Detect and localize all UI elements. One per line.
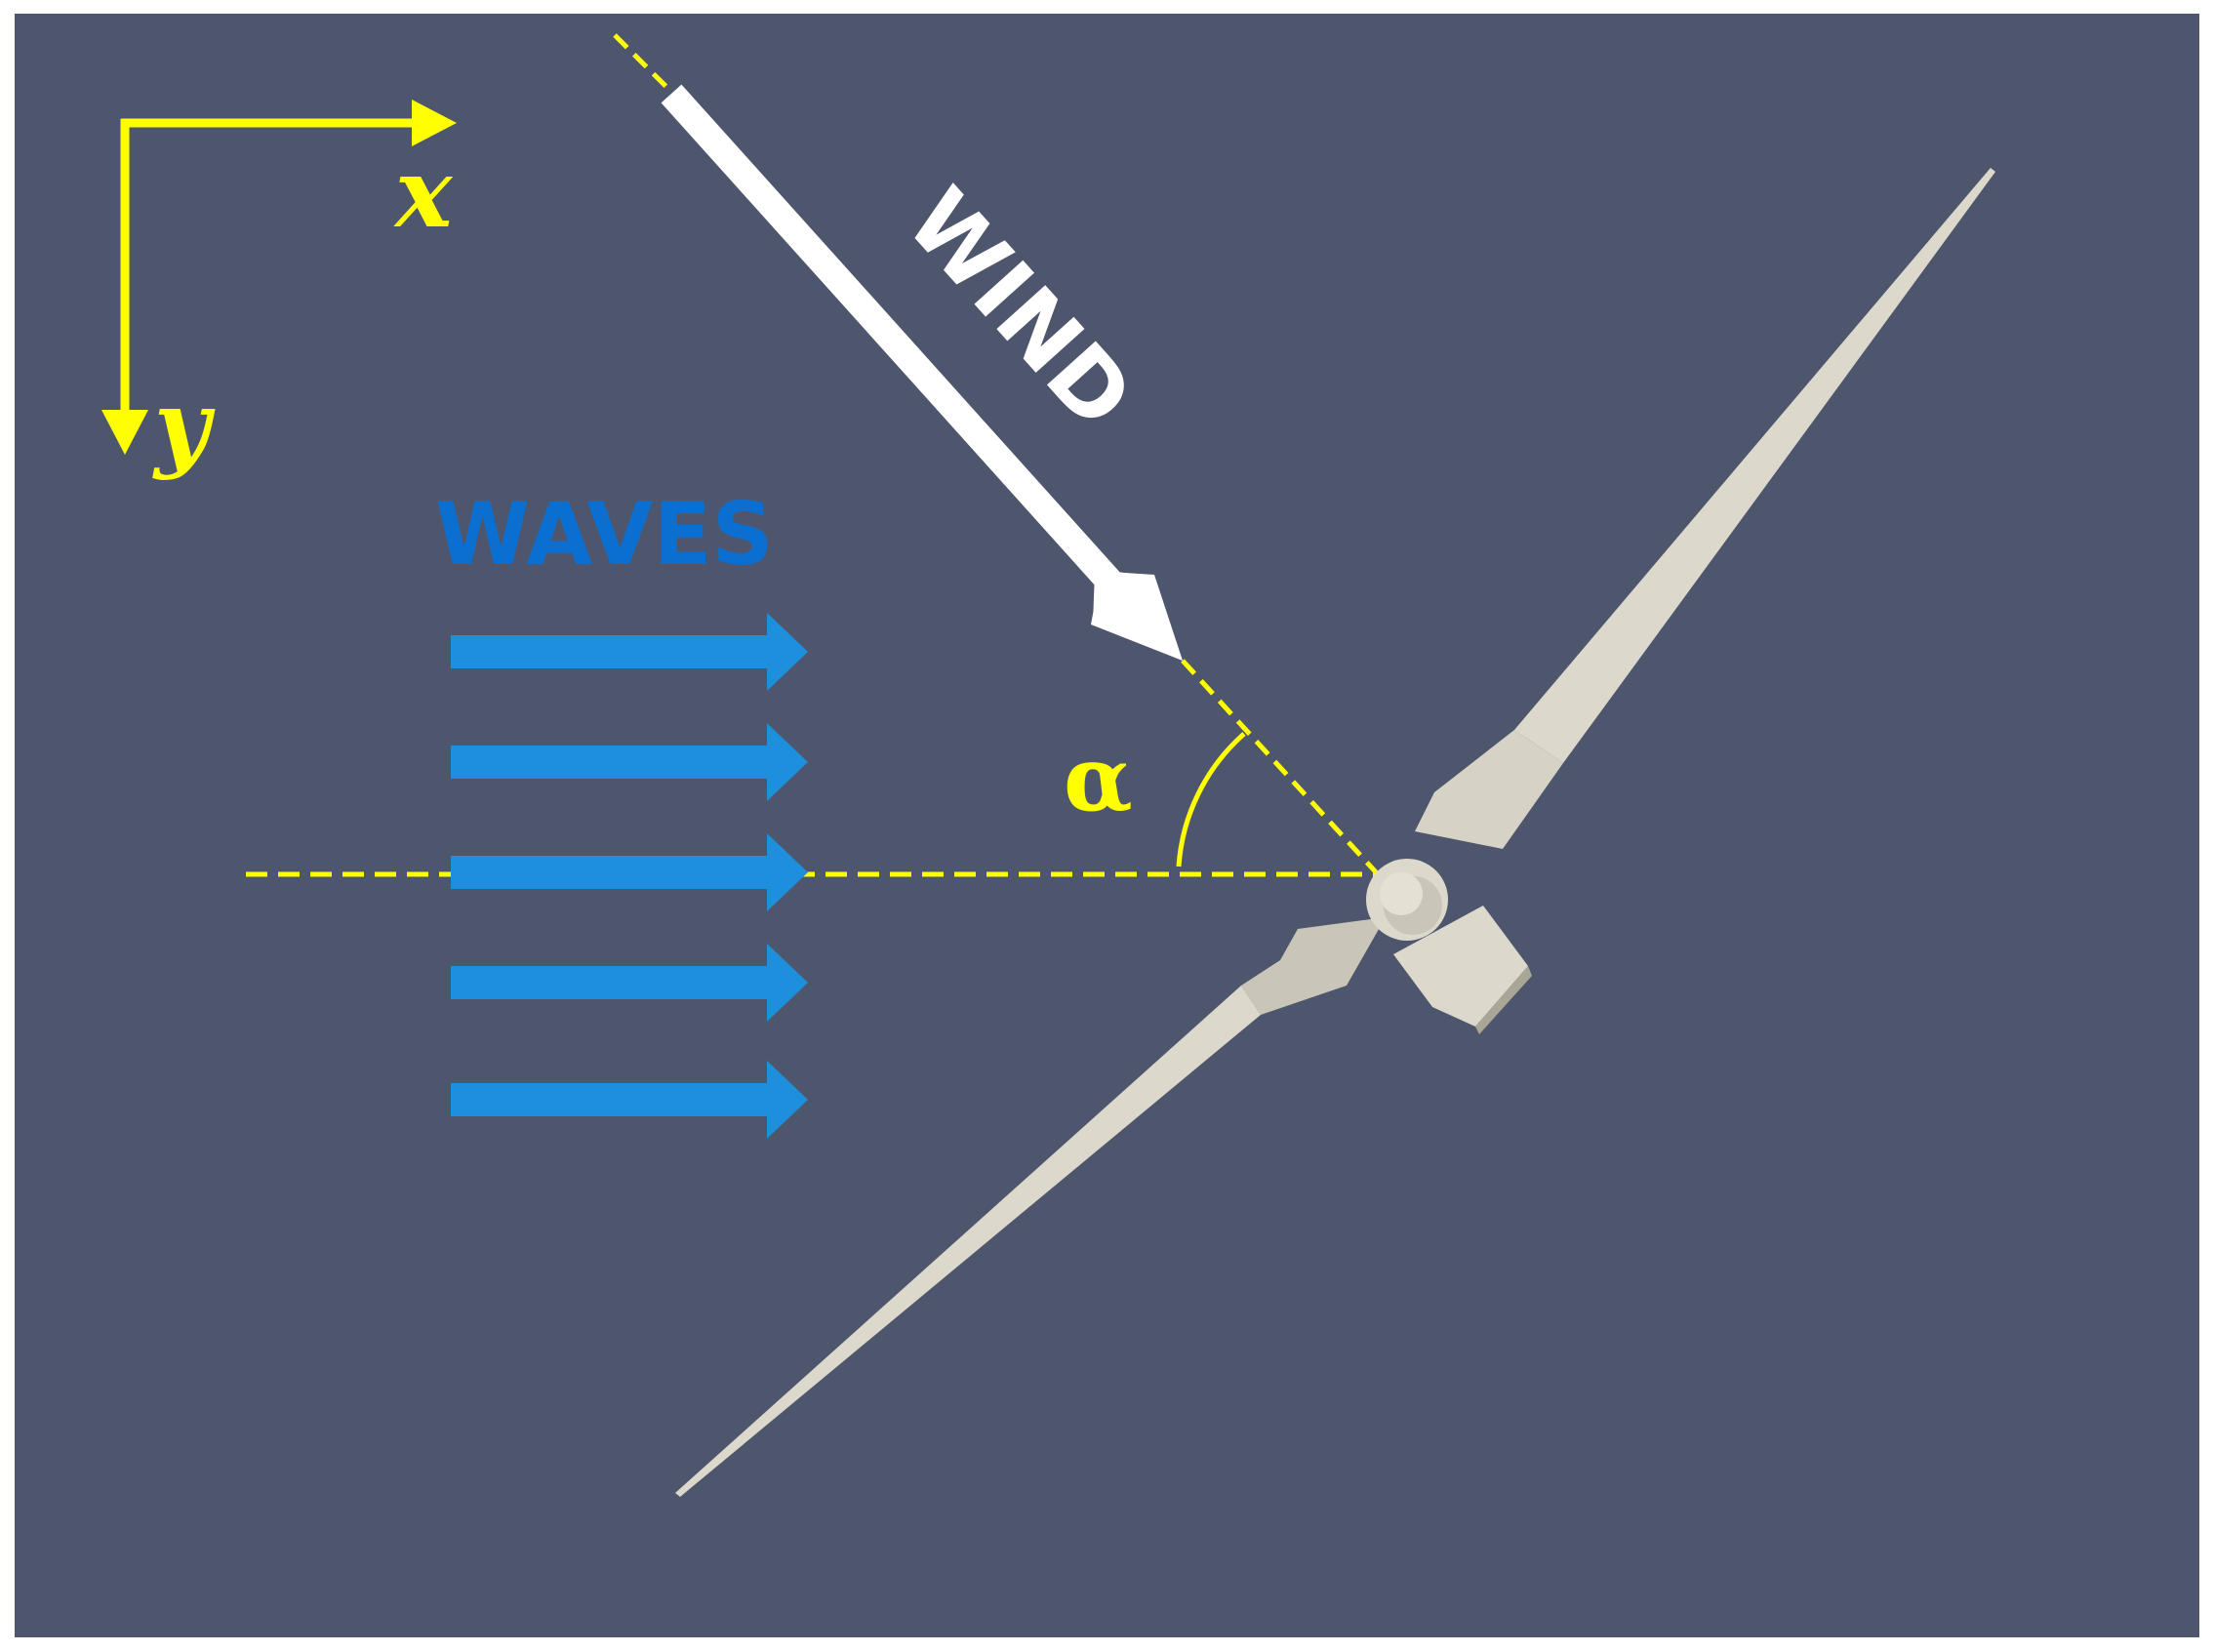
x-axis-label: x bbox=[393, 138, 454, 250]
coordinate-axes: x y bbox=[101, 100, 457, 482]
wave-arrows bbox=[451, 613, 808, 1139]
turbine-blade-root-lower bbox=[1241, 917, 1386, 1015]
turbine-blade-lower bbox=[675, 986, 1261, 1497]
background-panel bbox=[15, 14, 2199, 1637]
wave-arrow-icon bbox=[451, 944, 808, 1022]
y-axis-label: y bbox=[152, 370, 216, 482]
turbine-nacelle bbox=[1393, 906, 1528, 1027]
y-axis-arrow-icon bbox=[101, 410, 148, 455]
turbine-blade-upper bbox=[1514, 168, 1995, 763]
turbine-blade-root-upper bbox=[1415, 730, 1563, 849]
wave-arrow-icon bbox=[451, 723, 808, 801]
angle-arc bbox=[1176, 732, 1246, 867]
x-axis-arrow-icon bbox=[412, 100, 457, 146]
wind-arrow-icon bbox=[661, 84, 1183, 661]
wind-reference-line-lower bbox=[1181, 659, 1380, 876]
wave-arrow-icon bbox=[451, 1061, 808, 1139]
waves-label: WAVES bbox=[435, 484, 774, 584]
wind-arrow-shaft bbox=[661, 84, 1133, 605]
wave-arrow-icon bbox=[451, 833, 808, 911]
wave-arrow-icon bbox=[451, 613, 808, 691]
wind-turbine-icon bbox=[675, 168, 1995, 1497]
reference-lines bbox=[246, 33, 1380, 877]
wind-reference-line-upper bbox=[613, 33, 675, 96]
angle-label: α bbox=[1064, 726, 1133, 831]
